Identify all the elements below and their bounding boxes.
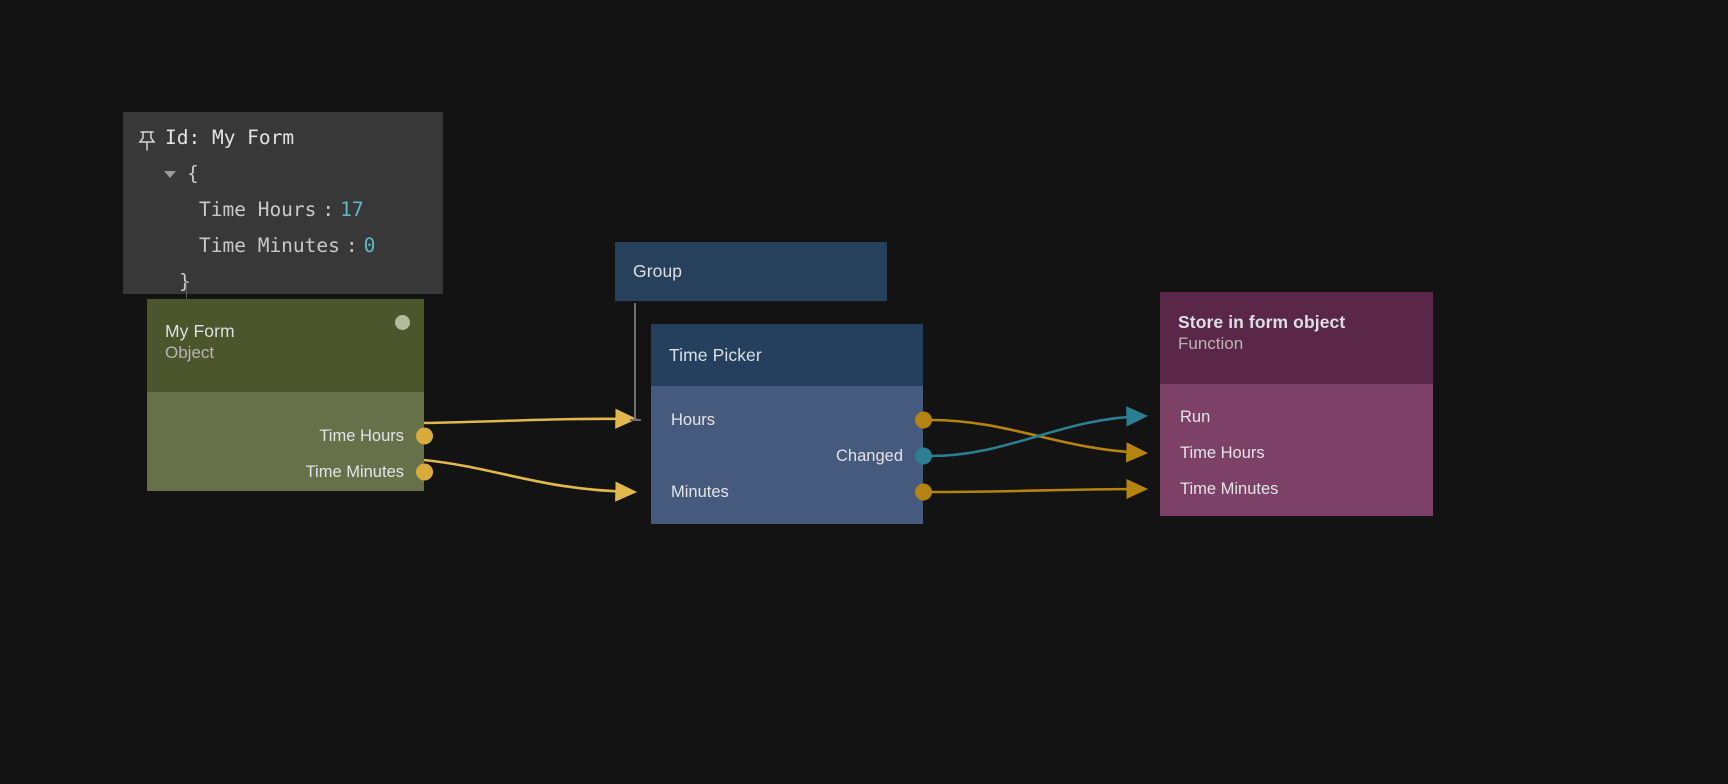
chevron-down-icon[interactable] xyxy=(159,156,181,192)
node-group[interactable]: Group xyxy=(615,242,887,301)
output-port-label: Time Minutes xyxy=(305,462,404,481)
output-port-label: Time Hours xyxy=(319,426,404,445)
node-store-subtitle: Function xyxy=(1178,334,1244,353)
inspect-close-brace-row: } xyxy=(123,264,443,300)
input-port-label: Time Minutes xyxy=(1180,479,1279,498)
node-time-picker[interactable]: Time Picker Hours Changed Minutes xyxy=(651,324,932,524)
output-port-dot-minutes[interactable] xyxy=(914,483,932,501)
open-brace: { xyxy=(187,162,199,185)
output-port-label: Changed xyxy=(836,446,903,465)
input-port-label: Minutes xyxy=(671,482,729,501)
inspect-entry-row: Time Hours : 17 xyxy=(123,192,443,228)
node-store-title: Store in form object xyxy=(1178,312,1346,332)
inspect-entry-row: Time Minutes : 0 xyxy=(123,228,443,264)
output-port-dot-hours[interactable] xyxy=(914,411,932,429)
pin-icon[interactable] xyxy=(137,128,157,151)
output-port-row-time-minutes[interactable]: Time Minutes xyxy=(147,454,433,490)
node-time-picker-header[interactable]: Time Picker xyxy=(651,324,923,386)
group-bracket-tick xyxy=(630,419,641,421)
entry-key: Time Hours xyxy=(199,198,317,221)
node-time-picker-body: Hours Changed Minutes xyxy=(651,386,932,524)
wire-timeminutes-to-minutes xyxy=(423,458,638,502)
wire-timehours-to-hours xyxy=(423,408,638,429)
inspect-title: Id: My Form xyxy=(165,126,295,149)
status-dot[interactable] xyxy=(395,315,410,330)
entry-value: 17 xyxy=(340,198,364,221)
entry-separator: : xyxy=(322,198,335,221)
input-port-row-hours[interactable]: Hours xyxy=(651,402,932,438)
entry-separator: : xyxy=(345,234,358,257)
input-port-row-time-hours[interactable]: Time Hours xyxy=(1160,435,1433,471)
node-my-form-body: Time Hours Time Minutes xyxy=(147,392,433,491)
input-port-row-time-minutes[interactable]: Time Minutes xyxy=(1160,471,1433,507)
wire-changed-to-run xyxy=(929,406,1149,458)
node-store-body: Run Time Hours Time Minutes xyxy=(1160,384,1433,516)
input-port-label: Run xyxy=(1180,407,1211,426)
node-my-form[interactable]: My Form Object Time Hours Time Minutes xyxy=(147,299,433,491)
input-port-row-minutes[interactable]: Minutes xyxy=(651,474,932,510)
input-port-label: Hours xyxy=(671,410,716,429)
entry-key: Time Minutes xyxy=(199,234,340,257)
inspect-popup[interactable]: Id: My Form { Time Hours : 17 Time Minut… xyxy=(123,112,443,382)
node-store-in-form-object[interactable]: Store in form object Function Run Time H… xyxy=(1160,292,1433,516)
close-brace: } xyxy=(179,270,191,293)
input-port-label: Time Hours xyxy=(1180,443,1265,462)
node-store-header[interactable]: Store in form object Function xyxy=(1160,292,1433,384)
node-group-header[interactable]: Group xyxy=(615,242,887,301)
node-time-picker-title: Time Picker xyxy=(669,344,762,365)
input-port-row-run[interactable]: Run xyxy=(1160,399,1433,435)
entry-value: 0 xyxy=(363,234,376,257)
output-port-dot[interactable] xyxy=(415,427,433,445)
group-bracket-vertical xyxy=(634,303,636,420)
output-port-dot-changed[interactable] xyxy=(914,447,932,465)
output-port-dot[interactable] xyxy=(415,463,433,481)
node-my-form-title: My Form xyxy=(165,321,235,341)
output-port-row-changed[interactable]: Changed xyxy=(651,438,932,474)
node-my-form-subtitle: Object xyxy=(165,343,215,362)
inspect-title-row: Id: My Form xyxy=(123,120,443,156)
node-my-form-header[interactable]: My Form Object xyxy=(147,299,424,392)
wire-tp-minutes-to-store-timeminutes xyxy=(929,478,1149,500)
inspect-open-brace-row[interactable]: { xyxy=(123,156,443,192)
node-group-title: Group xyxy=(633,261,683,281)
wire-tp-hours-to-store-timehours xyxy=(929,418,1149,463)
output-port-row-time-hours[interactable]: Time Hours xyxy=(147,418,433,454)
